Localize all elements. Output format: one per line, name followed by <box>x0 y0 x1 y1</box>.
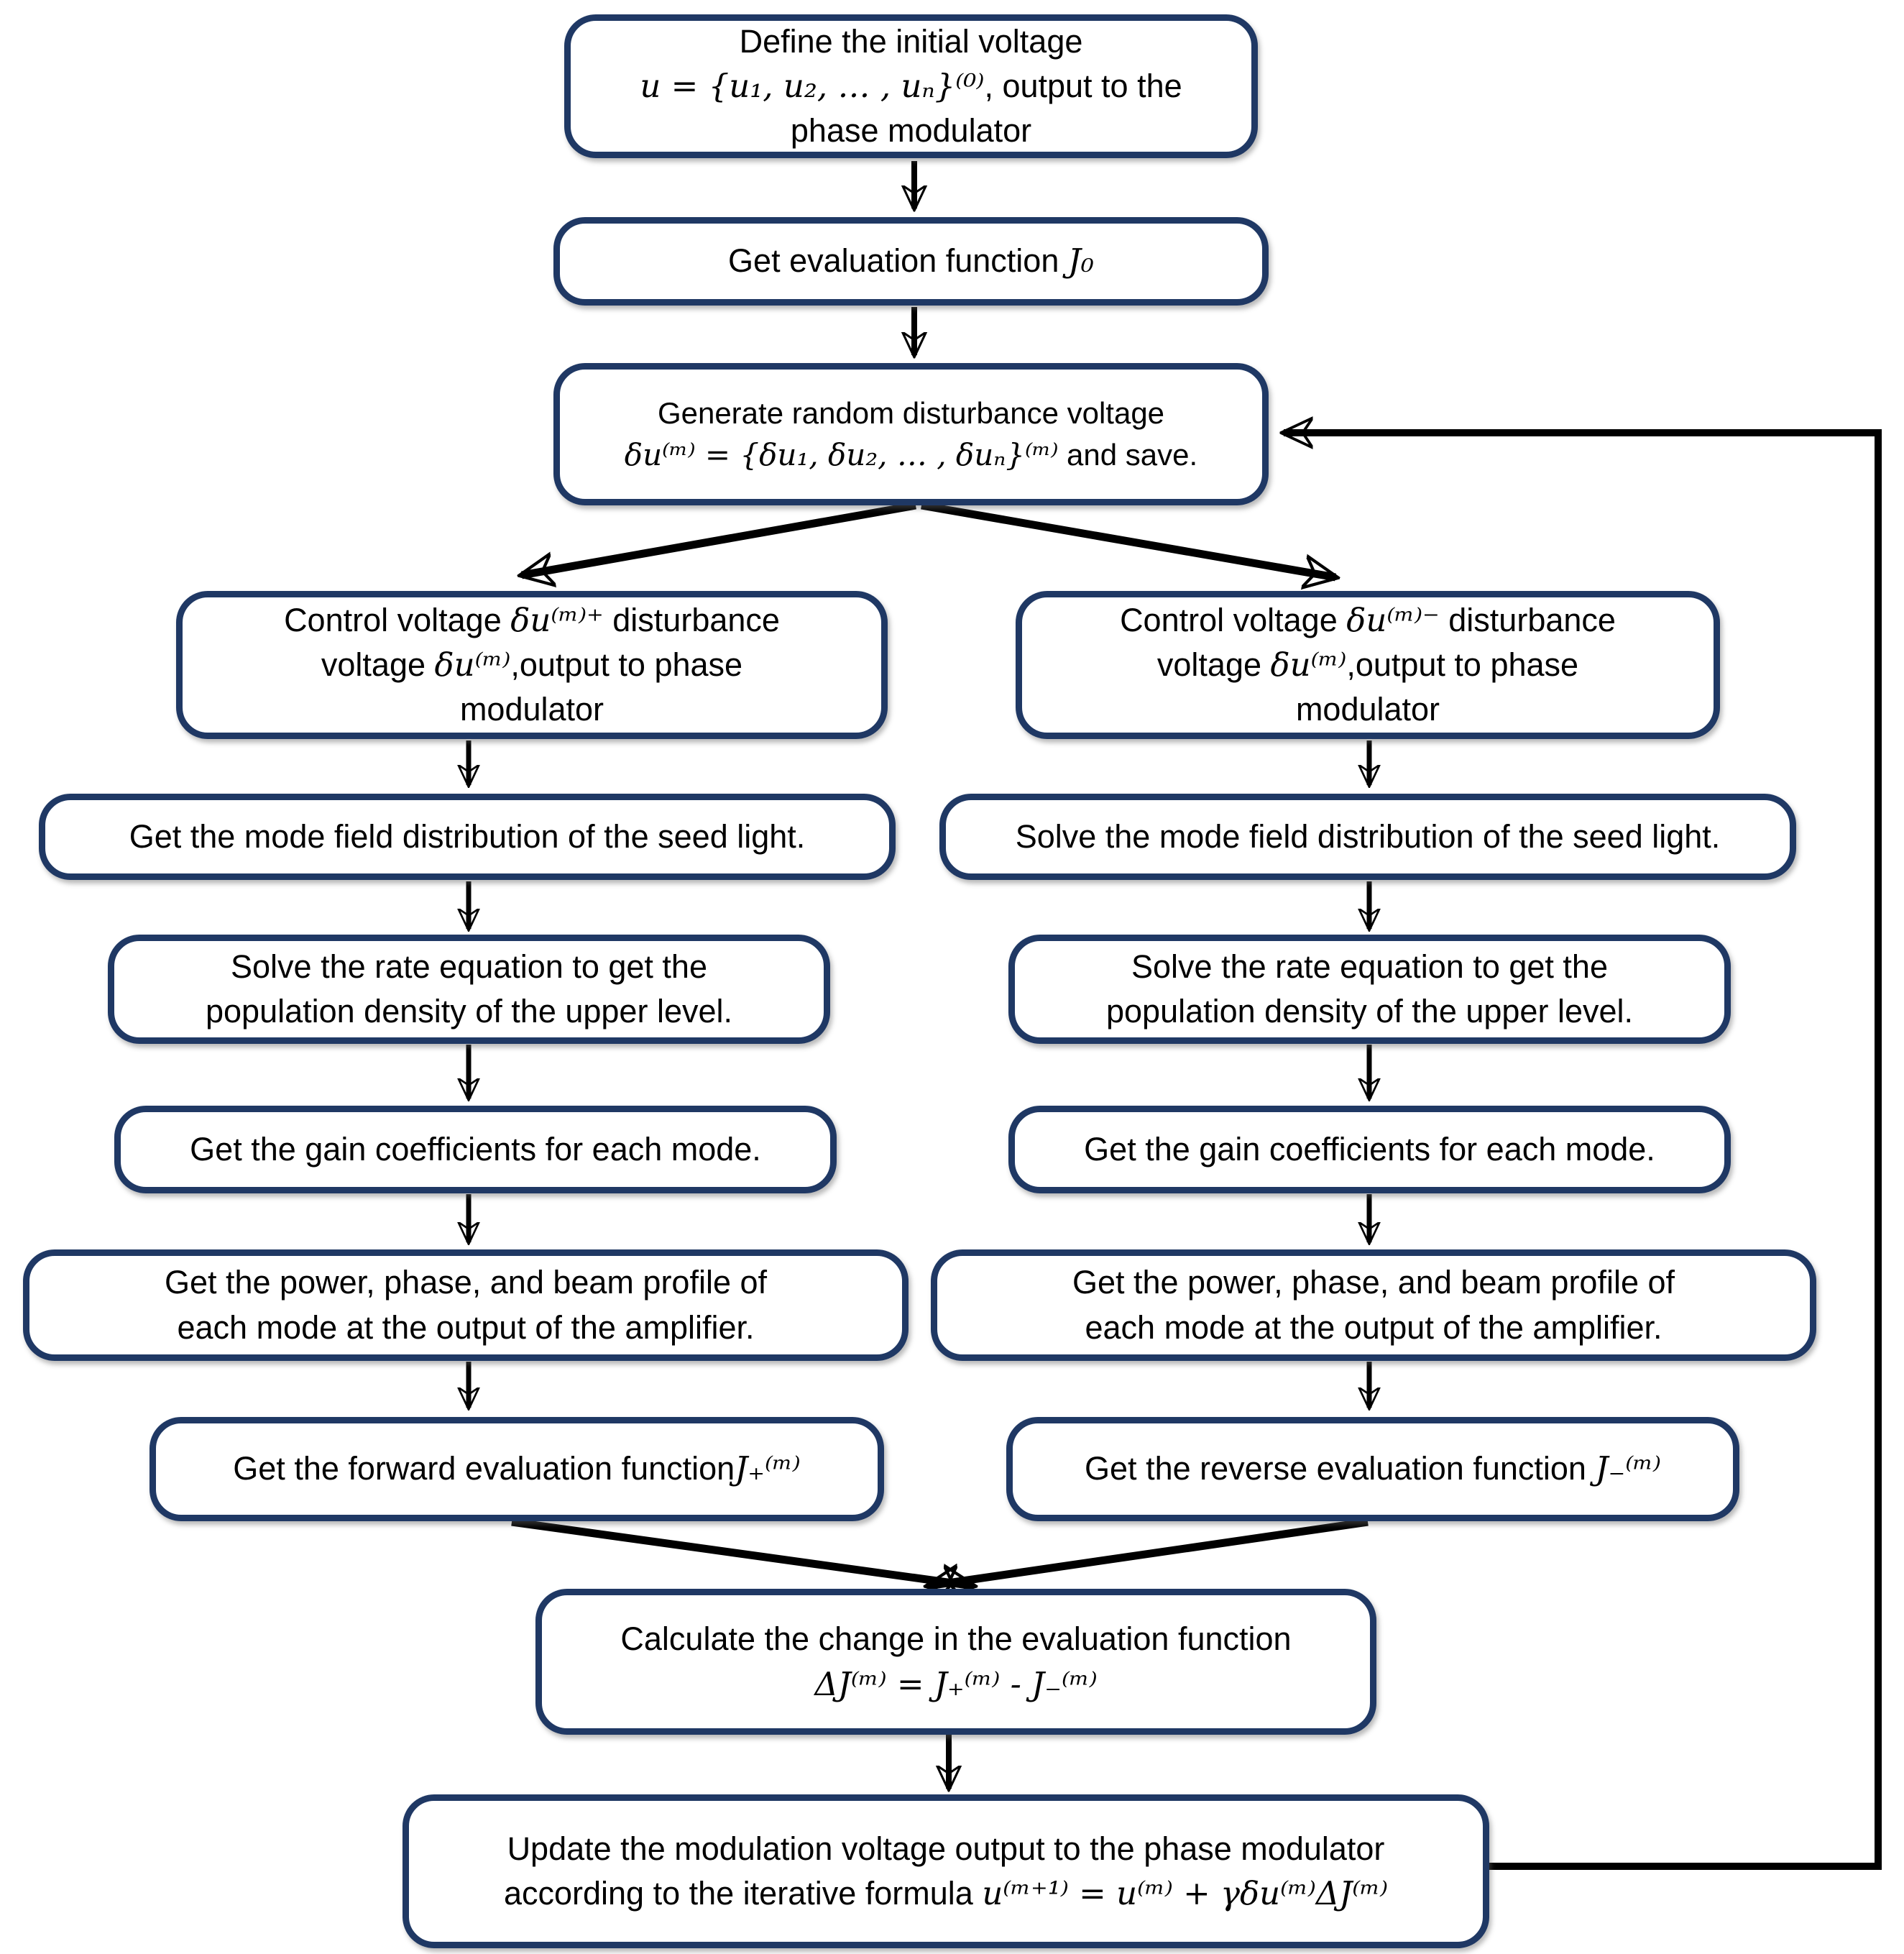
node-text-line: Get the power, phase, and beam profile o… <box>164 1264 768 1301</box>
node-generate-disturbance: Generate random disturbance voltage δu⁽ᵐ… <box>553 363 1269 505</box>
arrow-reverse-to-calc <box>928 1518 1369 1586</box>
node-rate-equation-right: Solve the rate equation to get the popul… <box>1008 935 1731 1044</box>
node-text-line: Generate random disturbance voltage <box>657 396 1165 431</box>
math-j-plus: J₊⁽ᵐ⁾ <box>735 1449 801 1488</box>
node-text-line: according to the iterative formula u⁽ᵐ⁺¹… <box>503 1874 1389 1912</box>
node-text-line: Control voltage δu⁽ᵐ⁾⁻ disturbance <box>1120 600 1616 639</box>
math-du-minus: δu⁽ᵐ⁾⁻ <box>1346 600 1440 639</box>
node-text-line: voltage δu⁽ᵐ⁾,output to phase <box>321 645 743 684</box>
arrow-forward-to-calc <box>511 1518 973 1586</box>
node-text-line: Control voltage δu⁽ᵐ⁾⁺ disturbance <box>284 600 780 639</box>
node-control-voltage-plus: Control voltage δu⁽ᵐ⁾⁺ disturbance volta… <box>176 591 888 739</box>
math-iterative-formula: u⁽ᵐ⁺¹⁾ = u⁽ᵐ⁾ + γδu⁽ᵐ⁾ΔJ⁽ᵐ⁾ <box>982 1874 1389 1912</box>
node-power-phase-right: Get the power, phase, and beam profile o… <box>931 1249 1816 1361</box>
node-control-voltage-minus: Control voltage δu⁽ᵐ⁾⁻ disturbance volta… <box>1016 591 1720 739</box>
math-delta-j-formula: ΔJ⁽ᵐ⁾ = J₊⁽ᵐ⁾ - J₋⁽ᵐ⁾ <box>814 1664 1098 1703</box>
node-text-line: u = {u₁, u₂, … , uₙ}⁽⁰⁾, output to the <box>640 66 1182 105</box>
node-gain-coefficients-right: Get the gain coefficients for each mode. <box>1008 1106 1731 1193</box>
node-gain-coefficients-left: Get the gain coefficients for each mode. <box>114 1106 837 1193</box>
node-text-line: Solve the rate equation to get the <box>231 948 707 985</box>
node-text-line: each mode at the output of the amplifier… <box>1085 1308 1662 1346</box>
node-text-line: ΔJ⁽ᵐ⁾ = J₊⁽ᵐ⁾ - J₋⁽ᵐ⁾ <box>814 1662 1097 1707</box>
node-text-line: phase modulator <box>790 112 1032 150</box>
node-text-line: Calculate the change in the evaluation f… <box>620 1620 1292 1658</box>
node-get-mode-field: Get the mode field distribution of the s… <box>39 794 896 880</box>
math-disturbance-formula: δu⁽ᵐ⁾ = {δu₁, δu₂, … , δuₙ}⁽ᵐ⁾ <box>624 437 1059 472</box>
node-text-line: population density of the upper level. <box>205 993 732 1029</box>
math-initial-voltage-formula: u = {u₁, u₂, … , uₙ}⁽⁰⁾ <box>640 66 985 105</box>
node-text-line: population density of the upper level. <box>1105 993 1633 1029</box>
node-power-phase-left: Get the power, phase, and beam profile o… <box>23 1249 909 1361</box>
node-text-line: Get the power, phase, and beam profile o… <box>1072 1264 1675 1301</box>
math-du: δu⁽ᵐ⁾ <box>1270 645 1347 684</box>
node-text-line: each mode at the output of the amplifier… <box>177 1308 755 1346</box>
node-text-line: modulator <box>459 691 604 728</box>
math-du: δu⁽ᵐ⁾ <box>434 645 511 684</box>
node-text-line: Get the mode field distribution of the s… <box>129 817 806 855</box>
node-update-voltage: Update the modulation voltage output to … <box>403 1794 1489 1948</box>
node-text-line: Get the reverse evaluation function J₋⁽ᵐ… <box>1085 1449 1661 1488</box>
arrow-feedback-loop <box>1284 433 1882 1870</box>
node-calculate-change: Calculate the change in the evaluation f… <box>535 1589 1376 1735</box>
node-text-line: δu⁽ᵐ⁾ = {δu₁, δu₂, … , δuₙ}⁽ᵐ⁾ and save. <box>624 437 1198 472</box>
node-text-line: Get the forward evaluation functionJ₊⁽ᵐ⁾ <box>233 1449 801 1488</box>
node-text-line: Update the modulation voltage output to … <box>507 1830 1385 1867</box>
math-du-plus: δu⁽ᵐ⁾⁺ <box>510 600 604 639</box>
arrow-generate-to-minus <box>921 501 1335 577</box>
node-text-line: Get the gain coefficients for each mode. <box>1084 1130 1655 1168</box>
node-text-line: Get the gain coefficients for each mode. <box>190 1130 761 1168</box>
node-text-line: modulator <box>1295 691 1440 728</box>
node-solve-mode-field: Solve the mode field distribution of the… <box>939 794 1796 880</box>
node-define-initial-voltage: Define the initial voltage u = {u₁, u₂, … <box>564 14 1258 158</box>
node-forward-evaluation: Get the forward evaluation functionJ₊⁽ᵐ⁾ <box>150 1417 884 1521</box>
node-text-line: Get evaluation function J₀ <box>728 242 1094 280</box>
node-text-line: Solve the mode field distribution of the… <box>1015 817 1721 855</box>
math-j0: J₀ <box>1067 242 1094 280</box>
node-reverse-evaluation: Get the reverse evaluation function J₋⁽ᵐ… <box>1006 1417 1739 1521</box>
node-text-line: Define the initial voltage <box>739 22 1083 60</box>
node-get-evaluation-function: Get evaluation function J₀ <box>553 217 1269 306</box>
node-rate-equation-left: Solve the rate equation to get the popul… <box>108 935 830 1044</box>
math-j-minus: J₋⁽ᵐ⁾ <box>1595 1449 1661 1488</box>
node-text-line: voltage δu⁽ᵐ⁾,output to phase <box>1156 645 1579 684</box>
node-text-line: Solve the rate equation to get the <box>1131 948 1608 985</box>
arrow-generate-to-plus <box>522 501 916 575</box>
